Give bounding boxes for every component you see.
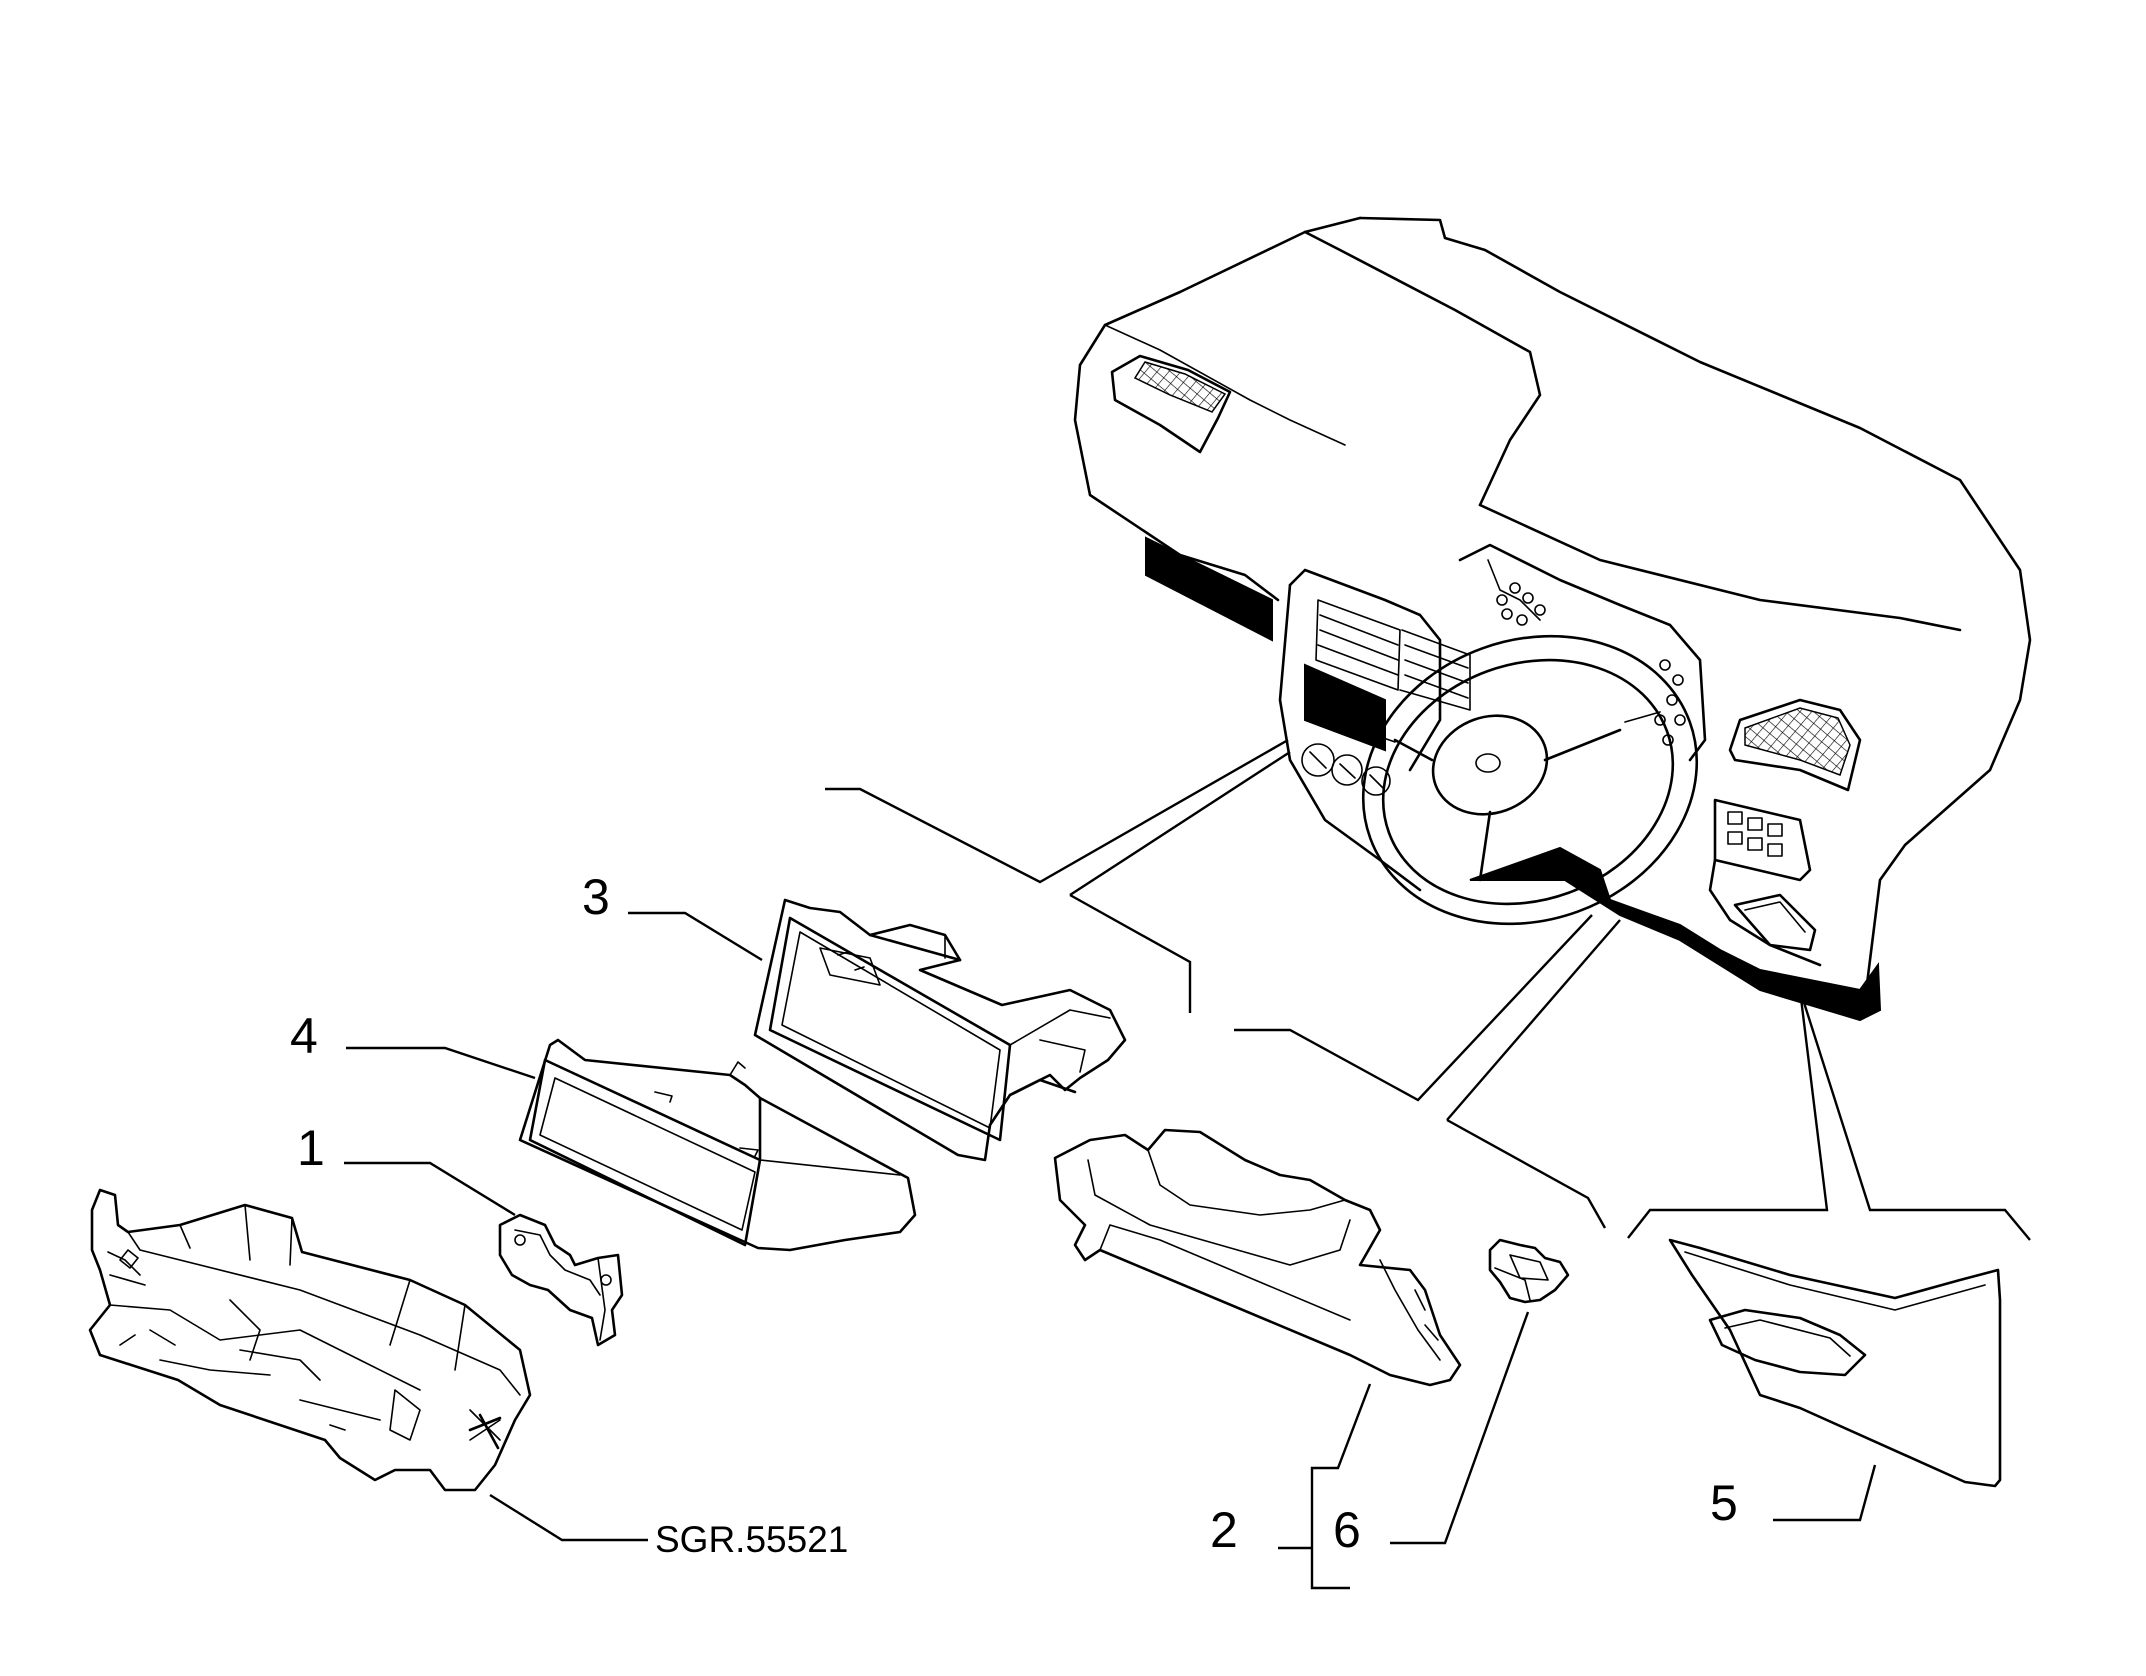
- leader-4: [346, 1046, 536, 1080]
- leader-2: [1310, 1383, 1372, 1590]
- label-part-2: 2: [1210, 1502, 1238, 1558]
- part-6-latch: [1488, 1238, 1570, 1304]
- part-2-cover: [1053, 1128, 1462, 1387]
- leader-5: [1773, 1464, 1877, 1522]
- leader-3: [628, 911, 763, 962]
- leader-code: [489, 1493, 648, 1542]
- label-part-3: 3: [582, 869, 610, 925]
- label-part-6: 6: [1333, 1502, 1361, 1558]
- part-4-tray: [518, 1038, 917, 1252]
- gauge-dots: [1496, 582, 1686, 746]
- support-frame: [88, 1188, 532, 1492]
- part-5-trim: [1668, 1238, 2002, 1488]
- dashboard-assembly: [1073, 216, 2032, 1022]
- label-part-4: 4: [290, 1008, 318, 1064]
- part-1-bracket: [498, 1213, 624, 1347]
- label-part-1: 1: [297, 1120, 325, 1176]
- leader-1: [344, 1161, 516, 1217]
- label-part-5: 5: [1710, 1475, 1738, 1531]
- drawing-code: SGR.55521: [655, 1519, 848, 1560]
- part-labels: 3 4 1 2 6 5 SGR.55521: [290, 869, 1738, 1560]
- leader-lines: [344, 738, 2031, 1590]
- part-3-housing: [753, 898, 1127, 1162]
- leader-6: [1390, 1311, 1530, 1545]
